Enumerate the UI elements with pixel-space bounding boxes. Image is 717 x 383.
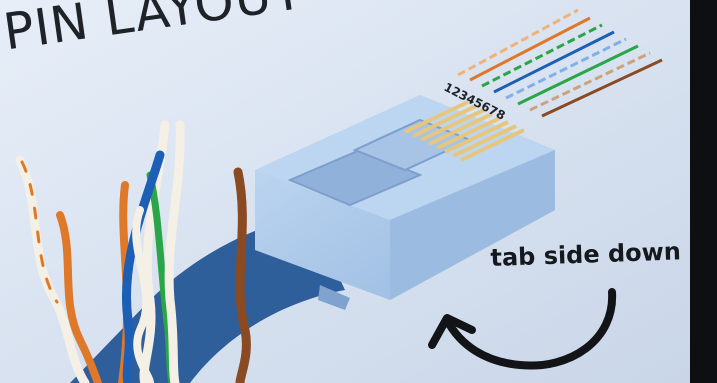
- right-edge-shadow: [690, 0, 717, 383]
